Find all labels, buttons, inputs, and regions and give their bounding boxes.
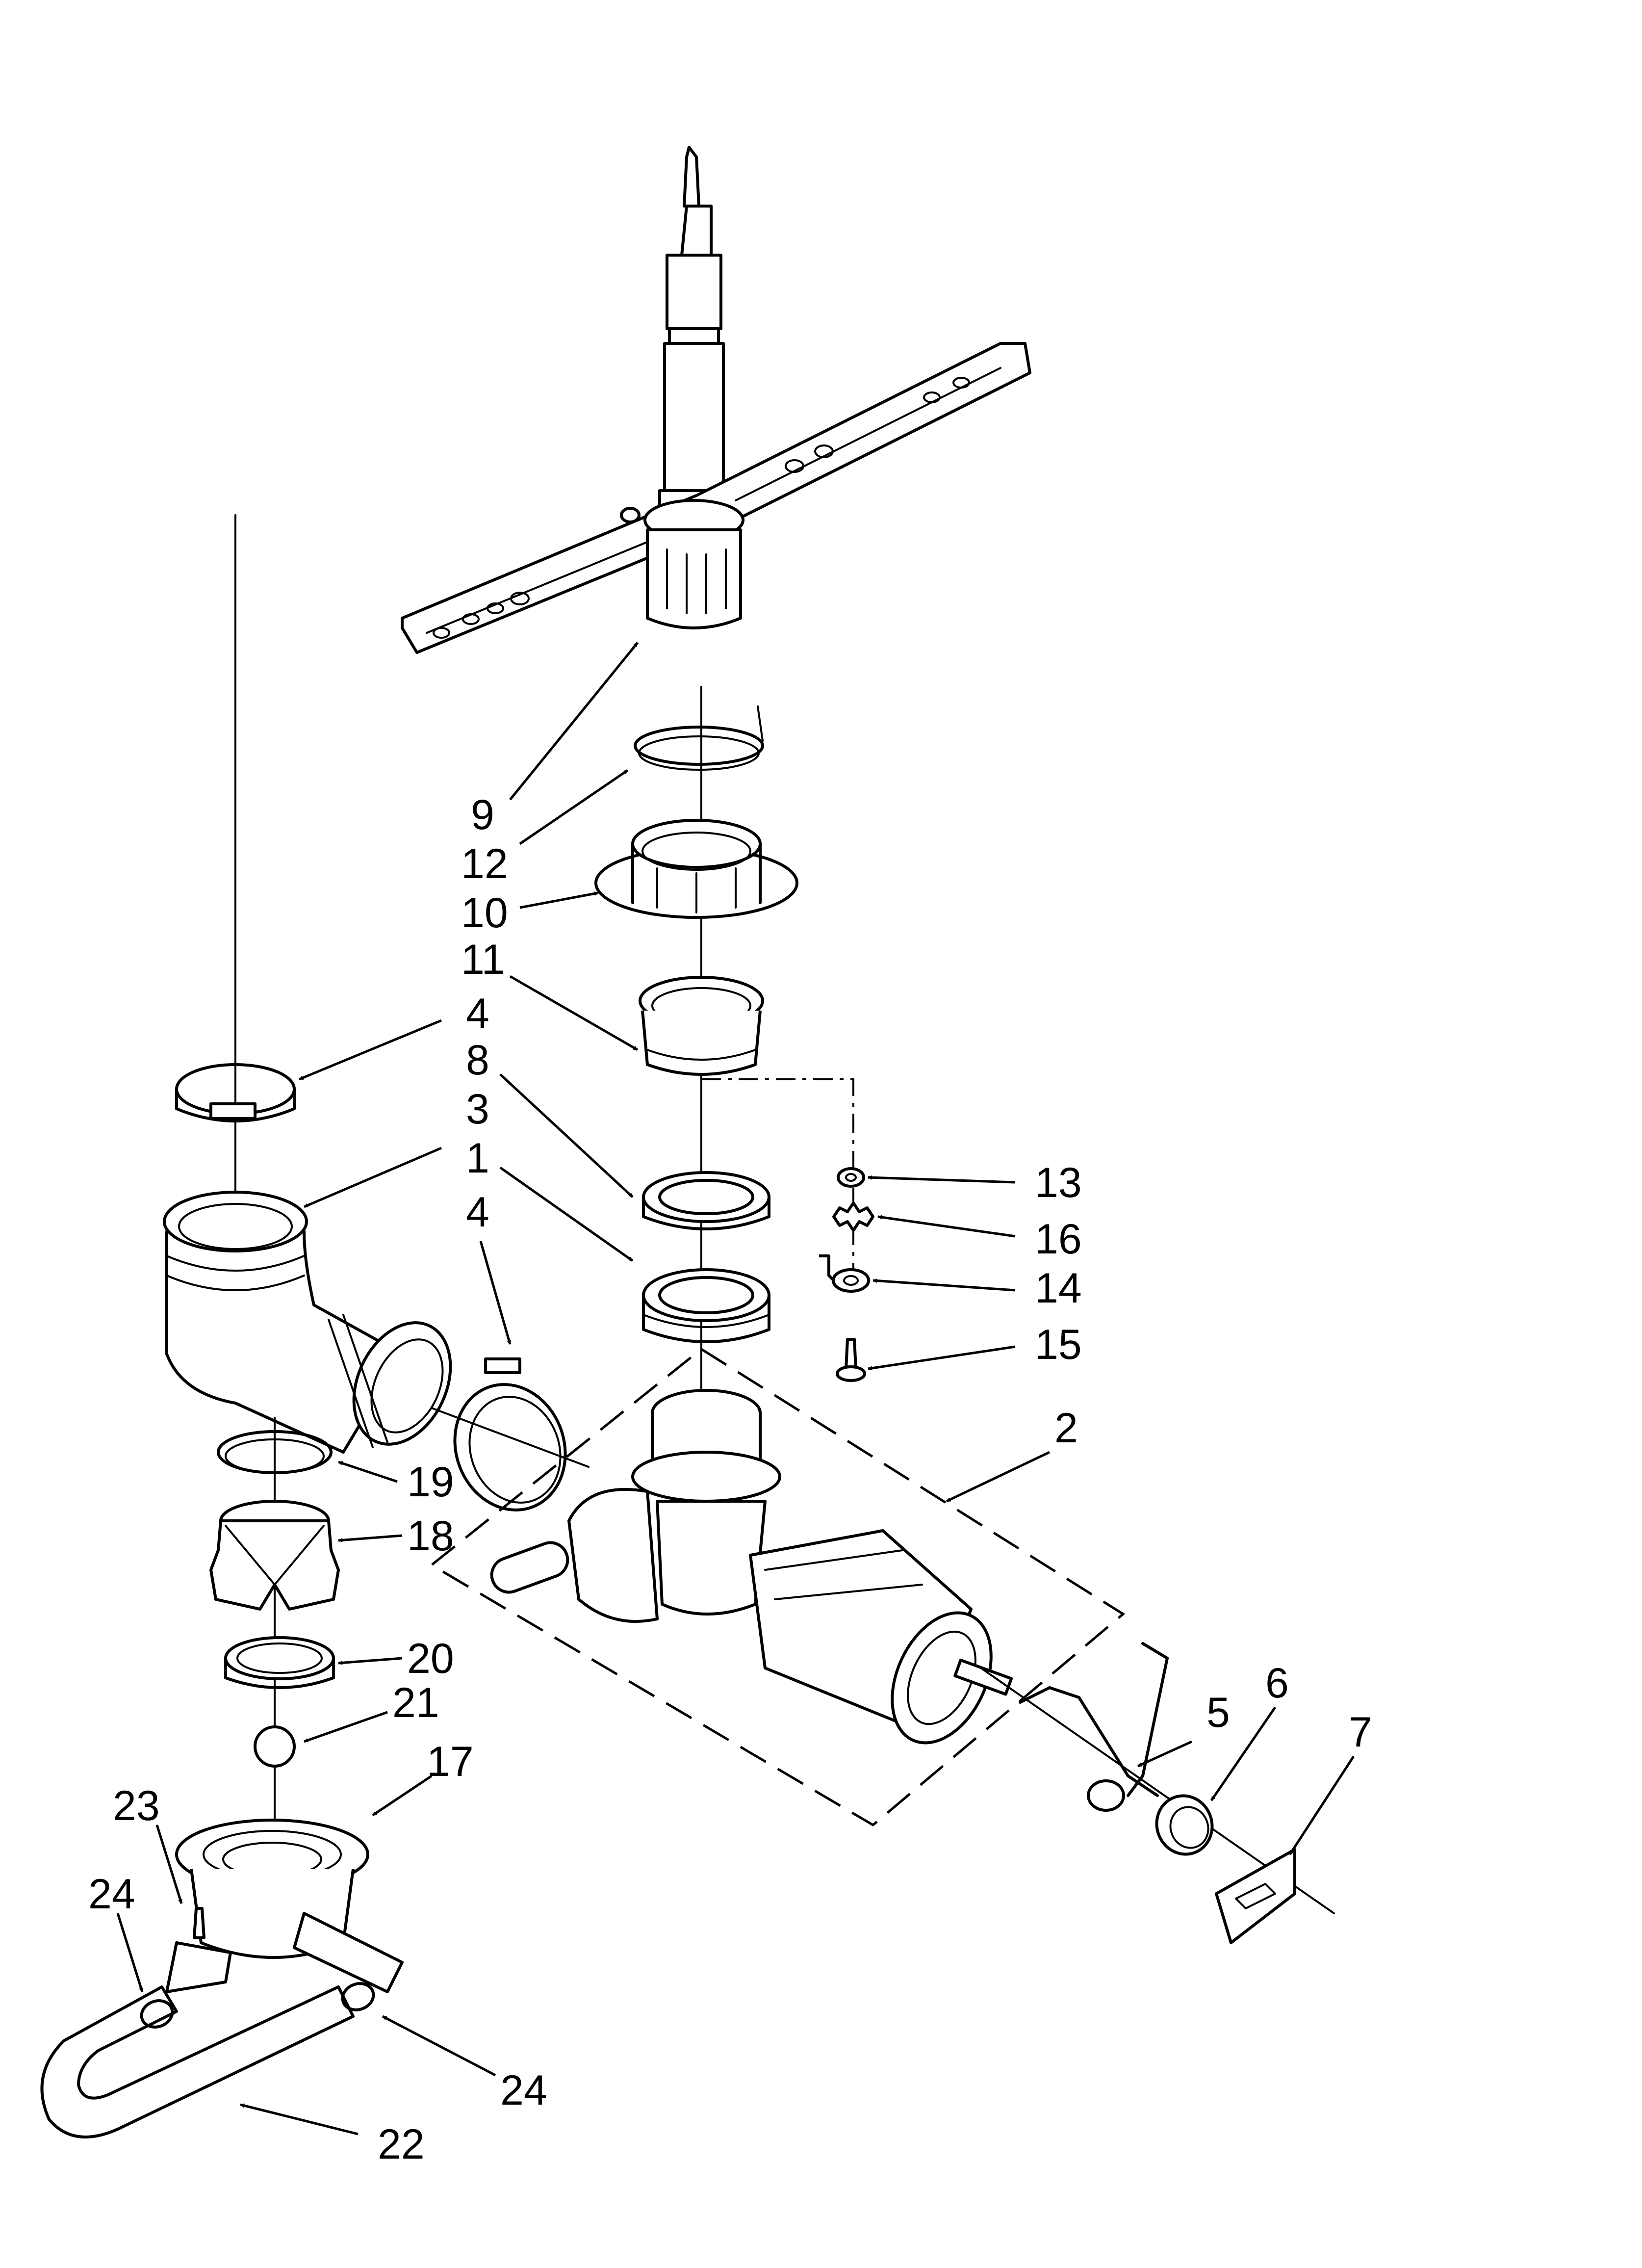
pump-seal: [642, 1268, 770, 1343]
hose-clamp-upper: [175, 514, 296, 1218]
filter-stack: [209, 1417, 340, 1826]
leader-lines: [116, 642, 1355, 2136]
callout-20: 20: [407, 1635, 454, 1682]
elbow-hose: [163, 1191, 452, 1454]
callout-23: 23: [113, 1782, 160, 1829]
callout-19: 19: [407, 1459, 454, 1506]
cup-bearing: [639, 976, 764, 1076]
callout-21: 21: [392, 1679, 439, 1726]
callout-15: 15: [1035, 1321, 1082, 1368]
small-hardware: [819, 1167, 874, 1382]
callout-9: 9: [471, 791, 494, 838]
snap-ring: [634, 705, 764, 771]
callout-14: 14: [1035, 1265, 1082, 1312]
callout-4-upper: 4: [466, 990, 489, 1037]
callout-6: 6: [1265, 1660, 1289, 1707]
seal-ring: [642, 1171, 770, 1230]
callout-17: 17: [427, 1738, 474, 1785]
manifold-ring: [594, 819, 798, 919]
callout-labels: 9 12 10 11 4 8 3 1 4 13 16 14 15 2 19 18…: [88, 791, 1372, 2168]
callout-1: 1: [466, 1135, 489, 1182]
callout-7: 7: [1349, 1709, 1372, 1756]
callout-3: 3: [466, 1086, 489, 1133]
callout-24-left: 24: [88, 1871, 135, 1918]
drain-hose: [40, 1982, 375, 2138]
callout-11: 11: [461, 936, 505, 983]
callout-16: 16: [1035, 1216, 1082, 1263]
bracket-seal-gasket: [980, 1642, 1335, 1944]
pump-motor-assembly: [429, 1347, 1126, 1827]
callout-4-lower: 4: [466, 1189, 489, 1236]
hidden-line: [701, 1078, 854, 1276]
callout-22: 22: [378, 2121, 425, 2168]
callout-12: 12: [461, 840, 508, 887]
callout-2: 2: [1054, 1405, 1078, 1452]
callout-8: 8: [466, 1037, 489, 1084]
hose-clamp-lower: [431, 1357, 590, 1512]
callout-13: 13: [1035, 1159, 1082, 1206]
callout-10: 10: [461, 889, 508, 937]
sump-housing: [165, 1819, 404, 1993]
callout-24-right: 24: [500, 2067, 547, 2114]
spray-arm-assembly: [401, 146, 1031, 654]
callout-18: 18: [407, 1512, 454, 1560]
callout-5: 5: [1206, 1689, 1230, 1736]
